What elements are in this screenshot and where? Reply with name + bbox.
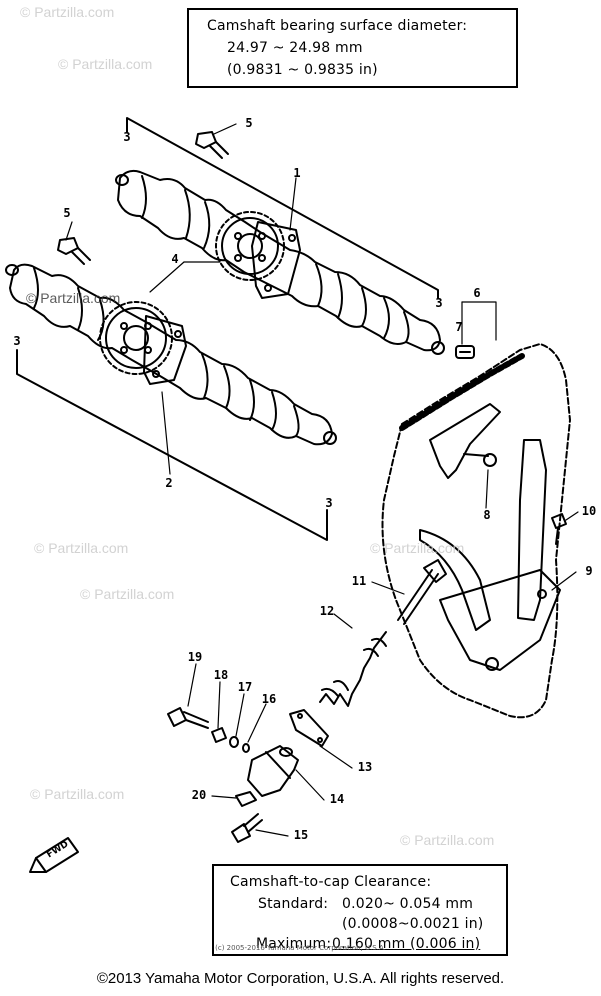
watermark: © Partzilla.com xyxy=(80,586,175,602)
callout-16: 16 xyxy=(261,692,277,706)
callout-5: 5 xyxy=(63,206,71,220)
standard-in: (0.0008~0.0021 in) xyxy=(342,916,484,932)
maximum-value: 0.160 mm (0.006 in) xyxy=(332,936,481,952)
callout-13: 13 xyxy=(357,760,373,774)
bolt-10 xyxy=(551,513,567,545)
camshaft-clearance-spec-box: Camshaft-to-cap Clearance: Standard: 0.0… xyxy=(212,864,508,956)
tensioner-gasket xyxy=(289,709,329,747)
small-copyright: (c) 2005-2016 Yamaha Motor Corporation, … xyxy=(215,944,386,952)
callout-19: 19 xyxy=(187,650,203,664)
maximum-label: Maximum: xyxy=(256,936,332,952)
standard-mm: 0.020~ 0.054 mm xyxy=(342,896,474,912)
watermark: © Partzilla.com xyxy=(26,290,121,306)
watermark: © Partzilla.com xyxy=(20,4,115,20)
callout-7: 7 xyxy=(455,320,463,334)
bolt-15 xyxy=(231,813,263,843)
callout-10: 10 xyxy=(581,504,597,518)
chain-guide-top xyxy=(429,403,501,479)
stopper-20 xyxy=(235,791,257,807)
spec-top-in: (0.9831 ~ 0.9835 in) xyxy=(227,62,378,78)
watermark: © Partzilla.com xyxy=(58,56,153,72)
callout-3: 3 xyxy=(435,296,443,310)
callout-3: 3 xyxy=(123,130,131,144)
callout-4: 4 xyxy=(171,252,179,266)
callout-8: 8 xyxy=(483,508,491,522)
upper-camshaft xyxy=(115,169,445,355)
washer-17 xyxy=(229,736,239,748)
callout-9: 9 xyxy=(585,564,593,578)
spec-top-title: Camshaft bearing surface diameter: xyxy=(207,18,468,34)
watermark: © Partzilla.com xyxy=(34,540,129,556)
callout-20: 20 xyxy=(191,788,207,802)
watermark: © Partzilla.com xyxy=(370,540,465,556)
callout-3: 3 xyxy=(13,334,21,348)
lower-cam-sprocket xyxy=(99,301,187,385)
tensioner-rod xyxy=(397,559,447,625)
bolt-5-upper xyxy=(195,131,229,159)
watermark: © Partzilla.com xyxy=(400,832,495,848)
standard-label: Standard: xyxy=(258,896,329,912)
callout-2: 2 xyxy=(165,476,173,490)
upper-camshaft-bracket xyxy=(126,117,439,299)
tensioner-spring xyxy=(319,631,387,707)
watermark: © Partzilla.com xyxy=(30,786,125,802)
callout-12: 12 xyxy=(319,604,335,618)
spec-top-mm: 24.97 ~ 24.98 mm xyxy=(227,40,363,56)
chain-master-link xyxy=(455,345,475,359)
timing-chain xyxy=(381,343,571,719)
fwd-arrow xyxy=(29,837,79,873)
washer-16 xyxy=(242,743,250,753)
callout-18: 18 xyxy=(213,668,229,682)
lower-camshaft-bracket xyxy=(16,349,328,541)
copyright-notice: ©2013 Yamaha Motor Corporation, U.S.A. A… xyxy=(96,970,505,987)
callout-11: 11 xyxy=(351,574,367,588)
camshaft-diameter-spec-box: Camshaft bearing surface diameter: 24.97… xyxy=(187,8,518,88)
bolt-19 xyxy=(167,707,209,729)
callout-1: 1 xyxy=(293,166,301,180)
chain-guide-rear xyxy=(419,439,561,671)
callout-14: 14 xyxy=(329,792,345,806)
callout-17: 17 xyxy=(237,680,253,694)
callout-3: 3 xyxy=(325,496,333,510)
upper-cam-sprocket xyxy=(215,211,301,299)
nut-18 xyxy=(211,727,227,743)
tensioner-body xyxy=(247,745,299,797)
spec-bottom-title: Camshaft-to-cap Clearance: xyxy=(230,874,432,890)
callout-6: 6 xyxy=(473,286,481,300)
callout-5: 5 xyxy=(245,116,253,130)
bolt-5-lower xyxy=(57,237,91,265)
callout-15: 15 xyxy=(293,828,309,842)
